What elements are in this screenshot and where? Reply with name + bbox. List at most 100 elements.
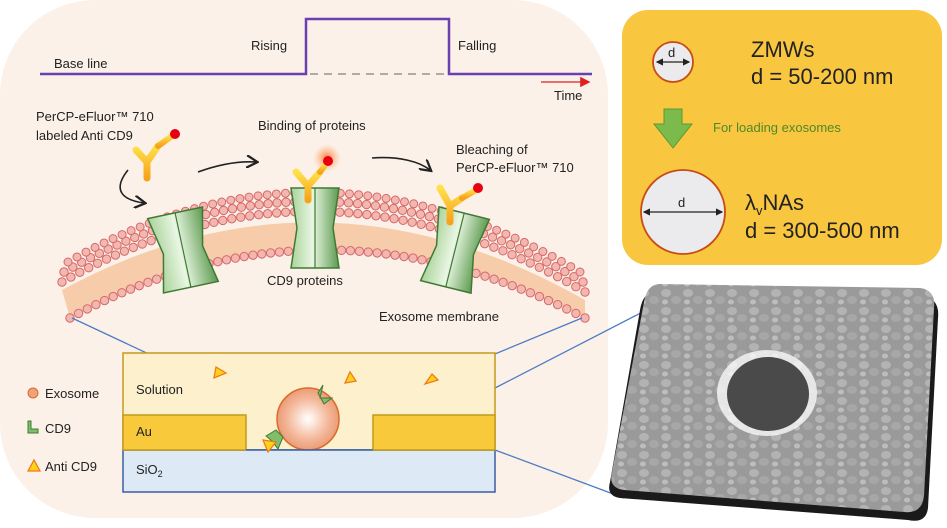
- signal-trace: Base line Rising Falling Time: [40, 17, 592, 103]
- lipid-head: [239, 251, 249, 262]
- lipid-head: [424, 211, 435, 222]
- lipid-head: [390, 195, 400, 205]
- cd9-protein-2: [290, 187, 340, 269]
- solution-label: Solution: [136, 382, 183, 397]
- lipid-head: [126, 226, 136, 236]
- lipid-head: [151, 274, 162, 284]
- lipid-head: [516, 284, 526, 294]
- lipid-head: [352, 198, 363, 209]
- au-label: Au: [136, 424, 152, 439]
- lipid-head: [72, 252, 82, 262]
- lipid-head: [135, 222, 145, 232]
- lipid-head: [427, 203, 437, 213]
- lipid-head: [117, 288, 127, 298]
- lipid-head: [514, 244, 525, 254]
- lipid-head: [354, 246, 365, 256]
- lipid-head: [101, 254, 112, 264]
- exosome-particle: [276, 387, 340, 451]
- lipid-head: [480, 238, 490, 249]
- lipid-head: [218, 215, 228, 226]
- lipid-head: [57, 277, 67, 287]
- lipid-head: [253, 191, 263, 201]
- antibody-label-line1: PerCP-eFluor™ 710: [36, 109, 154, 124]
- legend-anti-cd9-label: Anti CD9: [45, 459, 97, 474]
- trace-line: [40, 17, 592, 76]
- zmw-range: d = 50-200 nm: [751, 64, 893, 89]
- cd9-proteins-label: CD9 proteins: [267, 273, 343, 288]
- lipid-head: [283, 246, 294, 256]
- lipid-head: [363, 191, 373, 201]
- lipid-head: [569, 272, 579, 282]
- lipid-head: [529, 242, 539, 252]
- anti-cd9-free-2: [343, 370, 358, 384]
- lipid-head: [538, 247, 548, 257]
- cd9-marker-top: [317, 384, 334, 405]
- lipid-head: [108, 291, 118, 302]
- lipid-head: [217, 197, 227, 207]
- lipid-head: [271, 189, 281, 199]
- lipid-head: [562, 276, 572, 287]
- lipid-head: [551, 261, 561, 272]
- lipid-head: [209, 207, 220, 218]
- lipid-head: [496, 236, 507, 246]
- lipid-head: [505, 240, 516, 250]
- lipid-head: [552, 271, 563, 282]
- lvna-range: d = 300-500 nm: [745, 218, 900, 243]
- lipid-head: [263, 208, 273, 219]
- lipid-head: [90, 242, 100, 252]
- membrane-scheme: PerCP-eFluor™ 710 labeled Anti CD9 Bindi…: [36, 109, 590, 324]
- lipid-head: [525, 288, 536, 298]
- anti-cd9-icon: [26, 458, 42, 472]
- lipid-head: [372, 248, 382, 258]
- lipid-head: [335, 207, 345, 217]
- anti-cd9-antibody-bound: [292, 156, 333, 204]
- fluorophore-dot: [170, 129, 180, 139]
- cd9-protein-1: [146, 206, 220, 294]
- lipid-head: [556, 256, 566, 266]
- lipid-head: [416, 219, 426, 229]
- lipid-head: [562, 304, 572, 314]
- lipid-head: [543, 295, 554, 306]
- lipid-head: [381, 193, 391, 203]
- lipid-head: [519, 237, 529, 247]
- lipid-head: [263, 198, 273, 209]
- lipid-head: [507, 280, 517, 291]
- lipid-head: [372, 192, 382, 202]
- lipid-head: [398, 215, 408, 226]
- lipid-head: [571, 282, 581, 292]
- zmw-title: ZMWs: [751, 37, 815, 62]
- comparison-box: d ZMWs d = 50-200 nm For loading exosome…: [640, 37, 900, 255]
- lipid-head: [418, 201, 428, 211]
- lipid-head: [406, 207, 417, 217]
- binding-label: Binding of proteins: [258, 118, 366, 133]
- lipid-head: [533, 252, 543, 263]
- lipid-head: [363, 247, 373, 257]
- lipid-head: [236, 212, 246, 222]
- lipid-head: [552, 299, 563, 310]
- lipid-head: [489, 274, 499, 284]
- cd9-protein-3: [419, 205, 491, 295]
- lipid-head: [248, 250, 258, 260]
- bleaching-label-line2: PerCP-eFluor™ 710: [456, 160, 574, 175]
- lipid-head: [245, 201, 255, 211]
- lipid-head: [389, 213, 399, 224]
- lipid-head: [125, 284, 136, 294]
- lipid-head: [380, 212, 390, 222]
- lipid-head: [407, 217, 417, 227]
- lipid-head: [274, 247, 285, 257]
- legend: Exosome CD9 Anti CD9: [26, 386, 99, 474]
- lipid-head: [417, 255, 427, 265]
- sem-image: [609, 284, 939, 521]
- lipid-head: [73, 308, 84, 319]
- process-arrow-3: [371, 156, 430, 170]
- process-arrow-2: [197, 162, 256, 173]
- lipid-head: [281, 207, 291, 217]
- lipid-head: [379, 202, 390, 212]
- lvna-diameter-label: d: [678, 195, 685, 210]
- lipid-head: [218, 205, 229, 216]
- lipid-head: [543, 267, 554, 277]
- lipid-head: [344, 208, 354, 218]
- bleaching-label-line1: Bleaching of: [456, 142, 528, 157]
- lipid-head: [345, 246, 356, 256]
- exosome-icon: [27, 387, 39, 399]
